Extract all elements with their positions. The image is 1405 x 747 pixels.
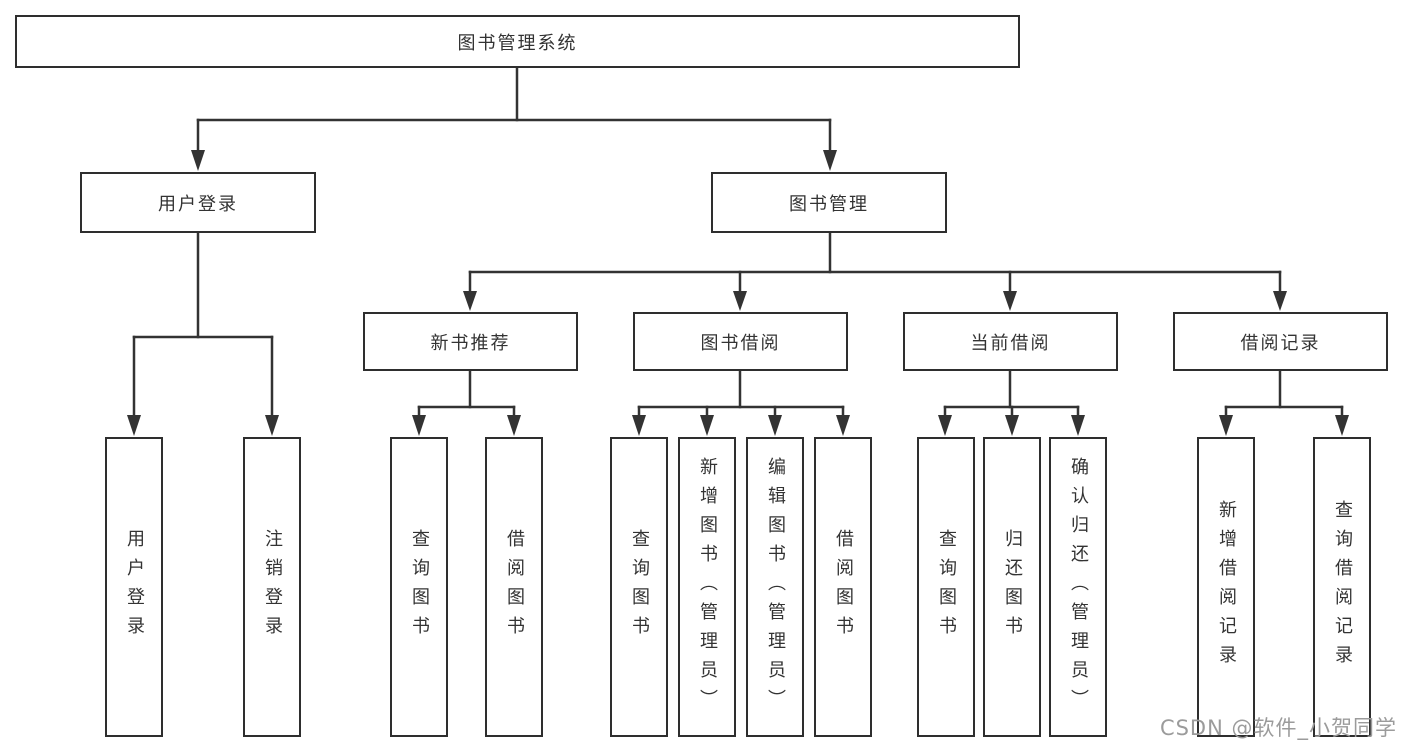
leaf-logout: 注销登录 — [243, 437, 301, 737]
csdn-watermark: CSDN @软件_小贺同学 — [1159, 716, 1397, 740]
leaf-query-books-recommend: 查询图书 — [390, 437, 448, 737]
leaf-borrow-books-recommend: 借阅图书 — [485, 437, 543, 737]
leaf-edit-book-admin: 编辑图书（管理员） — [746, 437, 804, 737]
node-new-book-recommendation: 新书推荐 — [363, 312, 578, 371]
leaf-borrow-books-borrowing: 借阅图书 — [814, 437, 872, 737]
leaf-query-borrow-record: 查询借阅记录 — [1313, 437, 1371, 737]
node-current-borrowing: 当前借阅 — [903, 312, 1118, 371]
leaf-user-login: 用户登录 — [105, 437, 163, 737]
node-library-management-system: 图书管理系统 — [15, 15, 1020, 68]
leaf-confirm-return-admin: 确认归还（管理员） — [1049, 437, 1107, 737]
node-book-management: 图书管理 — [711, 172, 947, 233]
leaf-query-books-current: 查询图书 — [917, 437, 975, 737]
leaf-add-book-admin: 新增图书（管理员） — [678, 437, 736, 737]
leaf-return-books: 归还图书 — [983, 437, 1041, 737]
arrowheads — [127, 150, 1349, 436]
leaf-query-books-borrowing: 查询图书 — [610, 437, 668, 737]
node-borrowing-records: 借阅记录 — [1173, 312, 1388, 371]
node-user-login: 用户登录 — [80, 172, 316, 233]
node-book-borrowing: 图书借阅 — [633, 312, 848, 371]
leaf-add-borrow-record: 新增借阅记录 — [1197, 437, 1255, 737]
